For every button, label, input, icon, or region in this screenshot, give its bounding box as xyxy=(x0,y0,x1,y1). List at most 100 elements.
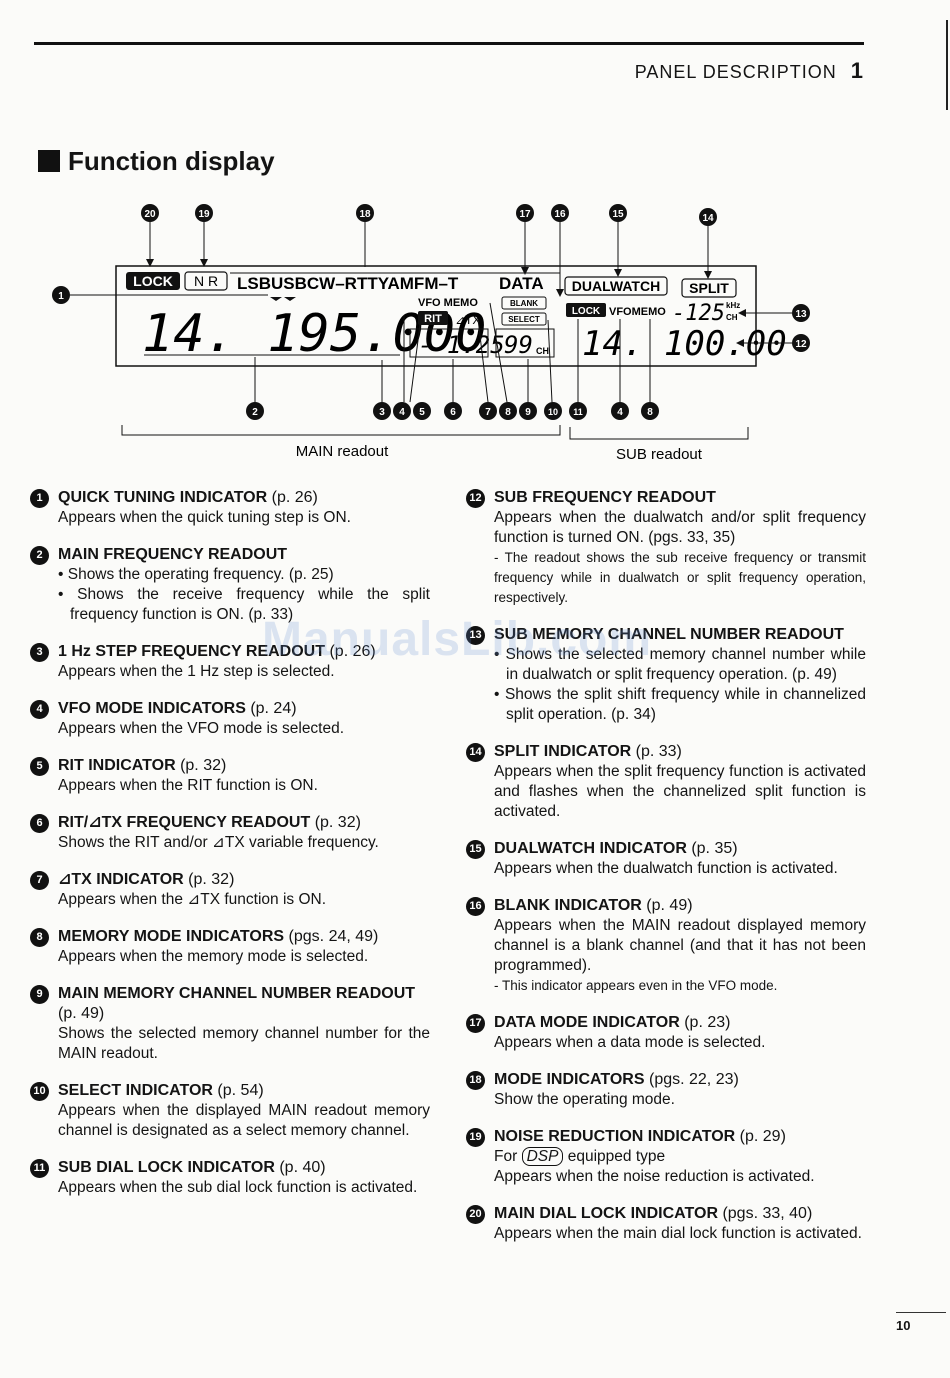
item-number-badge: 5 xyxy=(30,757,49,776)
item-title: MAIN FREQUENCY READOUT xyxy=(58,546,288,563)
nr-indicator xyxy=(184,271,228,291)
callout-16: 16 xyxy=(551,204,569,222)
item-note: - The readout shows the sub receive freq… xyxy=(494,550,866,605)
item-page-ref: (p. 29) xyxy=(739,1128,786,1145)
sub-readout-label: SUB readout xyxy=(616,446,703,463)
item-number-badge: 14 xyxy=(466,743,485,762)
item-heading: RIT/⊿TX FREQUENCY READOUT (p. 32) xyxy=(58,813,430,833)
svg-text:12: 12 xyxy=(795,339,807,350)
svg-text:14: 14 xyxy=(702,213,714,224)
main-lock-indicator xyxy=(126,272,180,290)
item-number-badge: 7 xyxy=(30,871,49,890)
item-number-badge: 12 xyxy=(466,489,485,508)
dsp-prefix: For xyxy=(494,1148,518,1165)
main-readout-label: MAIN readout xyxy=(296,443,389,460)
item-title: RIT/⊿TX FREQUENCY READOUT xyxy=(58,814,311,831)
item-number-badge: 4 xyxy=(30,700,49,719)
callout-1: 1 xyxy=(52,286,70,304)
item-number-badge: 9 xyxy=(30,985,49,1004)
mode-indicators-text: LSBUSBCW–RTTYAMFM–T xyxy=(237,274,459,293)
svg-text:16: 16 xyxy=(554,209,566,220)
item-page-ref: (p. 40) xyxy=(279,1159,326,1176)
dualwatch-text: DUALWATCH xyxy=(572,278,660,294)
item-description: Appears when the main dial lock function… xyxy=(494,1225,862,1242)
item-heading: DATA MODE INDICATOR (p. 23) xyxy=(494,1013,866,1033)
item-heading: SPLIT INDICATOR (p. 33) xyxy=(494,742,866,762)
svg-text:11: 11 xyxy=(573,407,583,417)
sub-lock-indicator xyxy=(566,303,606,317)
blank-text: BLANK xyxy=(510,299,538,308)
item-heading: MAIN DIAL LOCK INDICATOR (pgs. 33, 40) xyxy=(494,1204,866,1224)
item-description: Shows the selected memory channel number… xyxy=(58,1025,430,1062)
description-item-7: 7⊿TX INDICATOR (p. 32)Appears when the ⊿… xyxy=(30,870,430,910)
item-title: DUALWATCH INDICATOR xyxy=(494,840,687,857)
main-ch-text: CH xyxy=(536,346,549,356)
item-page-ref: (p. 23) xyxy=(684,1014,731,1031)
channel-bracket xyxy=(495,328,555,358)
item-number-badge: 16 xyxy=(466,897,485,916)
svg-text:4: 4 xyxy=(617,407,623,418)
item-page-ref: (p. 32) xyxy=(188,871,235,888)
item-number-badge: 2 xyxy=(30,546,49,565)
item-title: DATA MODE INDICATOR xyxy=(494,1014,680,1031)
bottom-leader-lines xyxy=(254,302,651,403)
item-title: SPLIT INDICATOR xyxy=(494,743,632,760)
item-heading: SUB DIAL LOCK INDICATOR (p. 40) xyxy=(58,1158,430,1178)
item-title: BLANK INDICATOR xyxy=(494,897,642,914)
svg-text:2: 2 xyxy=(252,407,258,418)
callout-19: 19 xyxy=(195,204,213,222)
item-page-ref: (p. 49) xyxy=(58,1005,105,1022)
item-heading: SELECT INDICATOR (p. 54) xyxy=(58,1081,430,1101)
item-description: Appears when the VFO mode is selected. xyxy=(58,720,345,737)
item-number-badge: 10 xyxy=(30,1082,49,1101)
sub-readout-bracket xyxy=(569,427,749,440)
lcd-panel xyxy=(115,265,757,367)
item-heading: RIT INDICATOR (p. 32) xyxy=(58,756,430,776)
svg-text:8: 8 xyxy=(505,407,511,418)
item-heading: BLANK INDICATOR (p. 49) xyxy=(494,896,866,916)
item-title: MEMORY MODE INDICATORS xyxy=(58,928,285,945)
item-heading: ⊿TX INDICATOR (p. 32) xyxy=(58,870,430,890)
section-title-text: Function display xyxy=(68,146,275,176)
item-description: Appears when the 1 Hz step is selected. xyxy=(58,663,335,680)
callout-2: 2 xyxy=(246,402,264,420)
nr-text: N R xyxy=(194,273,218,289)
page-edge-mark xyxy=(946,20,948,110)
callout-7: 7 xyxy=(479,402,497,420)
function-display-diagram: LOCK N R LSBUSBCW–RTTYAMFM–T DATA DUALWA… xyxy=(52,204,810,463)
item-number-badge: 18 xyxy=(466,1071,485,1090)
item-title: ⊿TX INDICATOR xyxy=(58,871,184,888)
top-rule xyxy=(34,42,864,45)
item-bullet: • Shows the split shift frequency while … xyxy=(494,686,866,723)
item-page-ref: (p. 32) xyxy=(314,814,361,831)
item-heading: MEMORY MODE INDICATORS (pgs. 24, 49) xyxy=(58,927,430,947)
callout-10: 10 xyxy=(544,402,562,420)
callout-12: 12 xyxy=(792,334,810,352)
item-page-ref: (pgs. 24, 49) xyxy=(288,928,379,945)
item-description: Appears when a data mode is selected. xyxy=(494,1034,766,1051)
callout-5: 5 xyxy=(413,402,431,420)
item-title: 1 Hz STEP FREQUENCY READOUT xyxy=(58,643,326,660)
item-description: Appears when the MAIN readout displayed … xyxy=(494,917,866,974)
item-title: NOISE REDUCTION INDICATOR xyxy=(494,1128,736,1145)
callout-13: 13 xyxy=(792,304,810,322)
svg-text:19: 19 xyxy=(198,209,210,220)
dsp-suffix: equipped type xyxy=(567,1148,666,1165)
item-description: Appears when the dualwatch and/or split … xyxy=(494,509,866,546)
main-lock-text: LOCK xyxy=(133,273,173,289)
item-description: Shows the RIT and/or ⊿TX variable freque… xyxy=(58,834,379,851)
item-number-badge: 13 xyxy=(466,626,485,645)
title-square-icon xyxy=(38,150,60,172)
chapter-number: 1 xyxy=(850,58,864,83)
split-text: SPLIT xyxy=(689,280,729,296)
callout-18: 18 xyxy=(356,204,374,222)
